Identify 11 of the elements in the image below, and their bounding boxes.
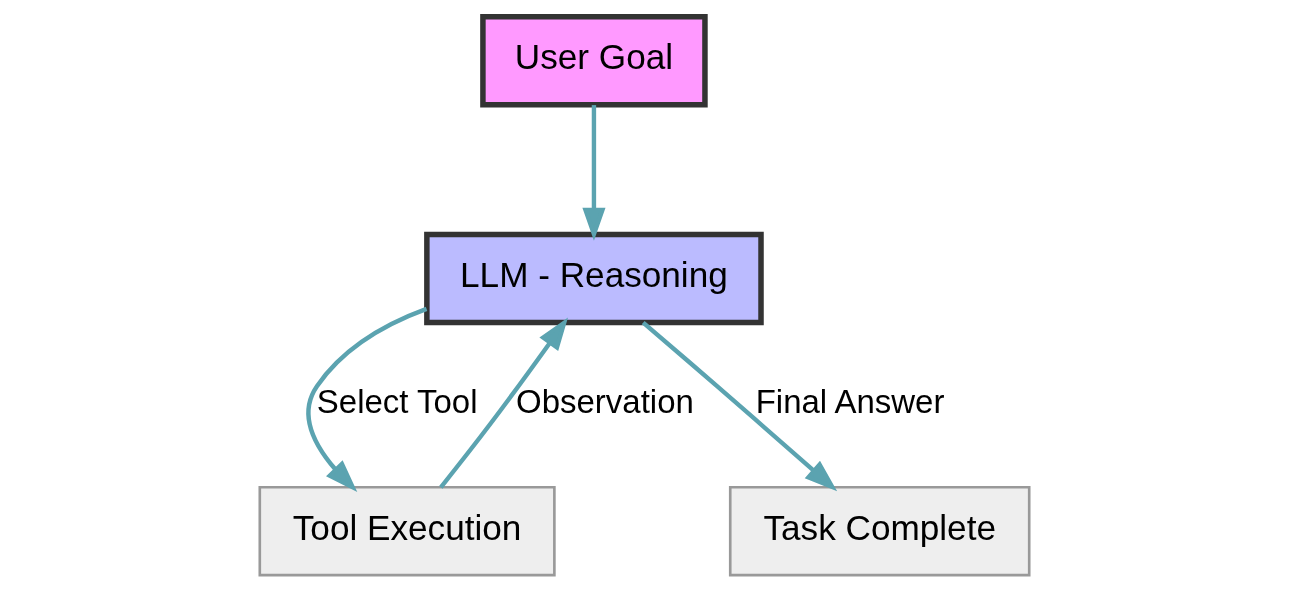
arrow — [582, 105, 606, 241]
node-box: LLM - Reasoning — [424, 231, 764, 326]
node-box: User Goal — [480, 14, 708, 108]
edge-label: Final Answer — [755, 382, 945, 420]
edge-label: Observation — [516, 382, 694, 420]
node-box: Task Complete — [728, 485, 1031, 577]
edge-label: Select Tool — [316, 382, 478, 420]
node-box: Tool Execution — [258, 485, 556, 577]
arrow — [641, 320, 838, 492]
arrow — [306, 306, 428, 492]
arrow — [439, 317, 568, 489]
